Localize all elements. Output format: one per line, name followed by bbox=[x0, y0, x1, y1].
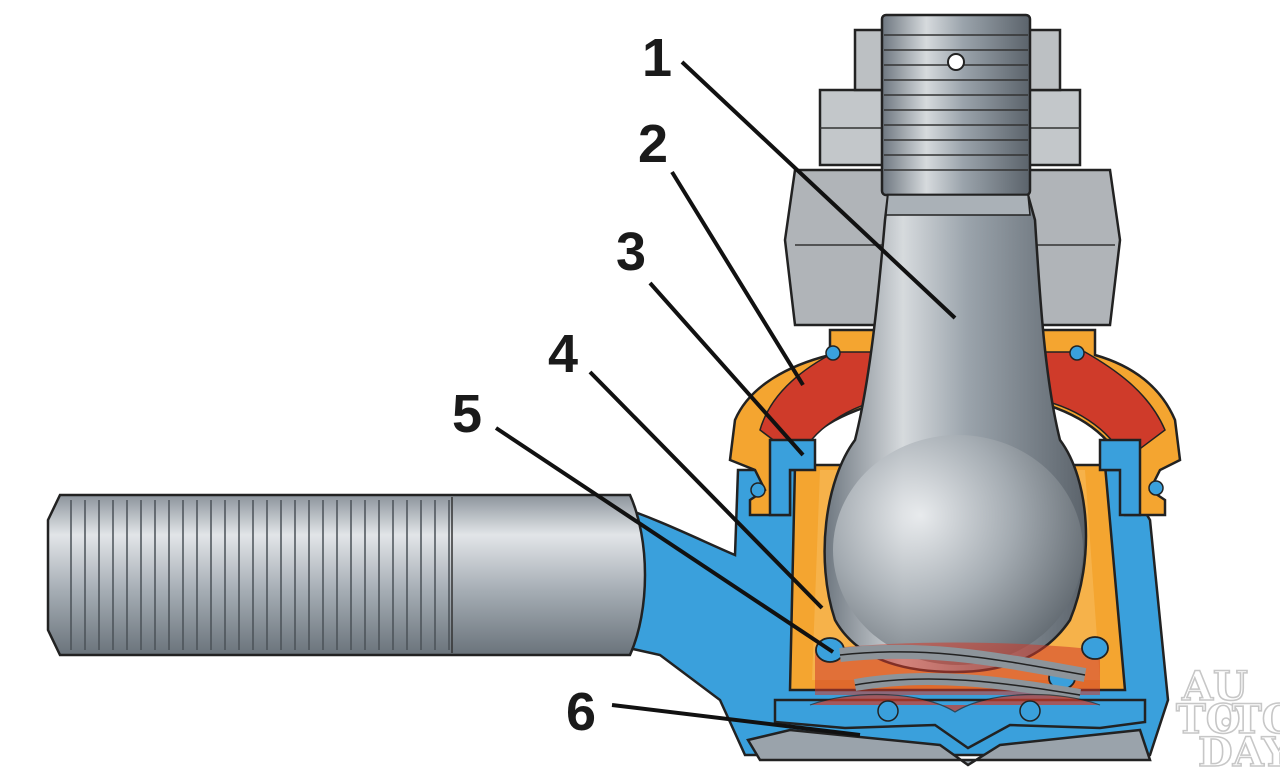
callouts: 1 2 3 4 5 6 bbox=[452, 28, 672, 742]
callout-2: 2 bbox=[638, 114, 668, 174]
watermark-line2b: TO bbox=[1232, 696, 1280, 743]
watermark-dot bbox=[1221, 717, 1231, 727]
leader-4 bbox=[588, 370, 824, 610]
protective-boot bbox=[728, 328, 1182, 517]
leader-6 bbox=[611, 703, 861, 737]
housing-rim bbox=[768, 438, 1142, 517]
threaded-shank bbox=[46, 493, 647, 657]
leader-2 bbox=[670, 170, 805, 387]
leader-5 bbox=[494, 426, 835, 654]
callout-5: 5 bbox=[452, 384, 482, 444]
callout-1: 1 bbox=[642, 28, 672, 88]
cotter-pin-hole bbox=[947, 53, 965, 71]
callout-6: 6 bbox=[566, 682, 596, 742]
leader-lines bbox=[494, 60, 957, 737]
watermark-line3: DAY bbox=[1198, 729, 1280, 774]
ball-pin bbox=[823, 13, 1088, 674]
leader-3 bbox=[648, 281, 805, 457]
stud-threads bbox=[884, 34, 1028, 171]
watermark-logo: AU TO TO DAY bbox=[1175, 662, 1280, 774]
callout-3: 3 bbox=[616, 222, 646, 282]
cover-plate bbox=[746, 693, 1152, 767]
leader-1 bbox=[680, 60, 957, 320]
watermark-line1: AU bbox=[1181, 663, 1248, 710]
spring bbox=[815, 636, 1109, 701]
callout-4: 4 bbox=[548, 324, 578, 384]
